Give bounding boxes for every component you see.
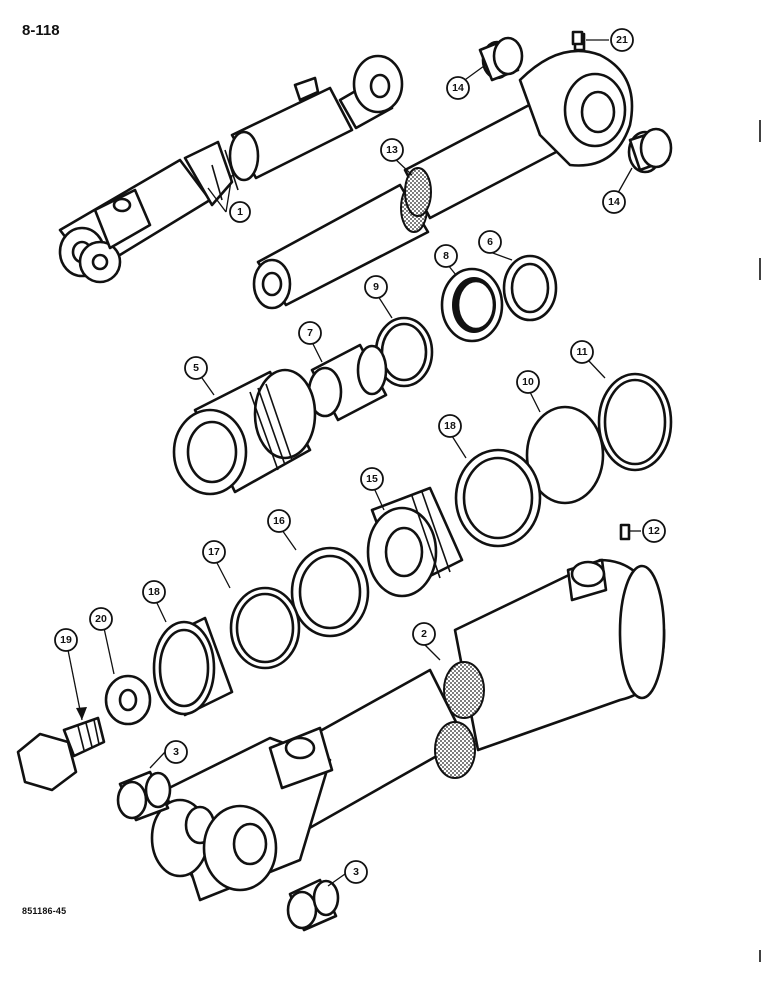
callout-3-lower [344,860,368,884]
callout-14-top [446,76,470,100]
callout-label-10: 10 [522,376,534,388]
callout-21 [610,28,634,52]
callout-label-8: 8 [443,250,449,262]
callout-label-2: 2 [421,628,427,640]
callout-label-9: 9 [373,281,379,293]
callout-7 [298,321,322,345]
backup-ring-11 [597,372,673,472]
seal-16 [290,546,370,638]
callout-2 [412,622,436,646]
callout-label-16: 16 [273,515,285,527]
overview-cylinder-assembly [58,54,404,284]
callout-label-18-upper: 18 [444,420,456,432]
page-number: 8-118 [22,22,60,39]
callout-12 [642,519,666,543]
seal-6 [502,254,558,322]
callout-11 [570,340,594,364]
grease-fitting-12 [619,523,631,541]
callout-label-17: 17 [208,546,220,558]
callout-label-6: 6 [487,236,493,248]
bushing-14-right [627,127,673,174]
callout-label-11: 11 [576,346,587,358]
piston-15 [366,486,464,598]
callouts: 1 13 14 14 21 6 8 9 7 5 11 10 [54,28,666,887]
bushing-3-upper [116,770,172,822]
callout-label-5: 5 [193,362,199,374]
bushing-7 [307,343,388,422]
callout-15 [360,467,384,491]
callout-14-right [602,190,626,214]
wear-ring-18-lower [152,616,234,717]
callout-9 [364,275,388,299]
ring-17 [229,586,301,670]
callout-label-20: 20 [95,613,107,625]
callout-10 [516,370,540,394]
callout-18-lower [142,580,166,604]
cylinder-barrel [150,558,666,902]
washer-20 [104,674,152,726]
callout-19 [54,628,78,652]
callout-1 [229,201,251,223]
bushing-3-lower [286,878,340,932]
figure-code: 851186-45 [22,906,67,916]
callout-label-14-right: 14 [608,196,620,208]
callout-label-1: 1 [237,206,243,218]
seal-8 [440,267,504,343]
callout-label-3-upper: 3 [173,746,179,758]
callout-18-upper [438,414,462,438]
wiper-ring-9 [374,316,434,388]
callout-label-21: 21 [616,34,628,46]
callout-label-13: 13 [386,144,398,156]
callout-8 [434,244,458,268]
callout-label-14-top: 14 [452,82,464,94]
bushing-14-top [478,36,524,82]
callout-17 [202,540,226,564]
o-ring-10 [525,405,605,505]
callout-5 [184,356,208,380]
gland-5 [172,368,317,496]
callout-label-15: 15 [366,473,378,485]
grease-fitting-21 [571,30,584,46]
wear-ring-18-upper [454,448,542,548]
callout-13 [380,138,404,162]
bolt-19 [16,716,106,792]
callout-label-18-lower: 18 [148,586,160,598]
callout-16 [267,509,291,533]
callout-3-upper [164,740,188,764]
callout-label-7: 7 [307,327,313,339]
callout-label-19: 19 [60,634,72,646]
piston-rod [252,32,634,310]
callout-6 [478,230,502,254]
callout-label-3-lower: 3 [353,866,359,878]
callout-label-12: 12 [648,525,660,537]
callout-20 [89,607,113,631]
